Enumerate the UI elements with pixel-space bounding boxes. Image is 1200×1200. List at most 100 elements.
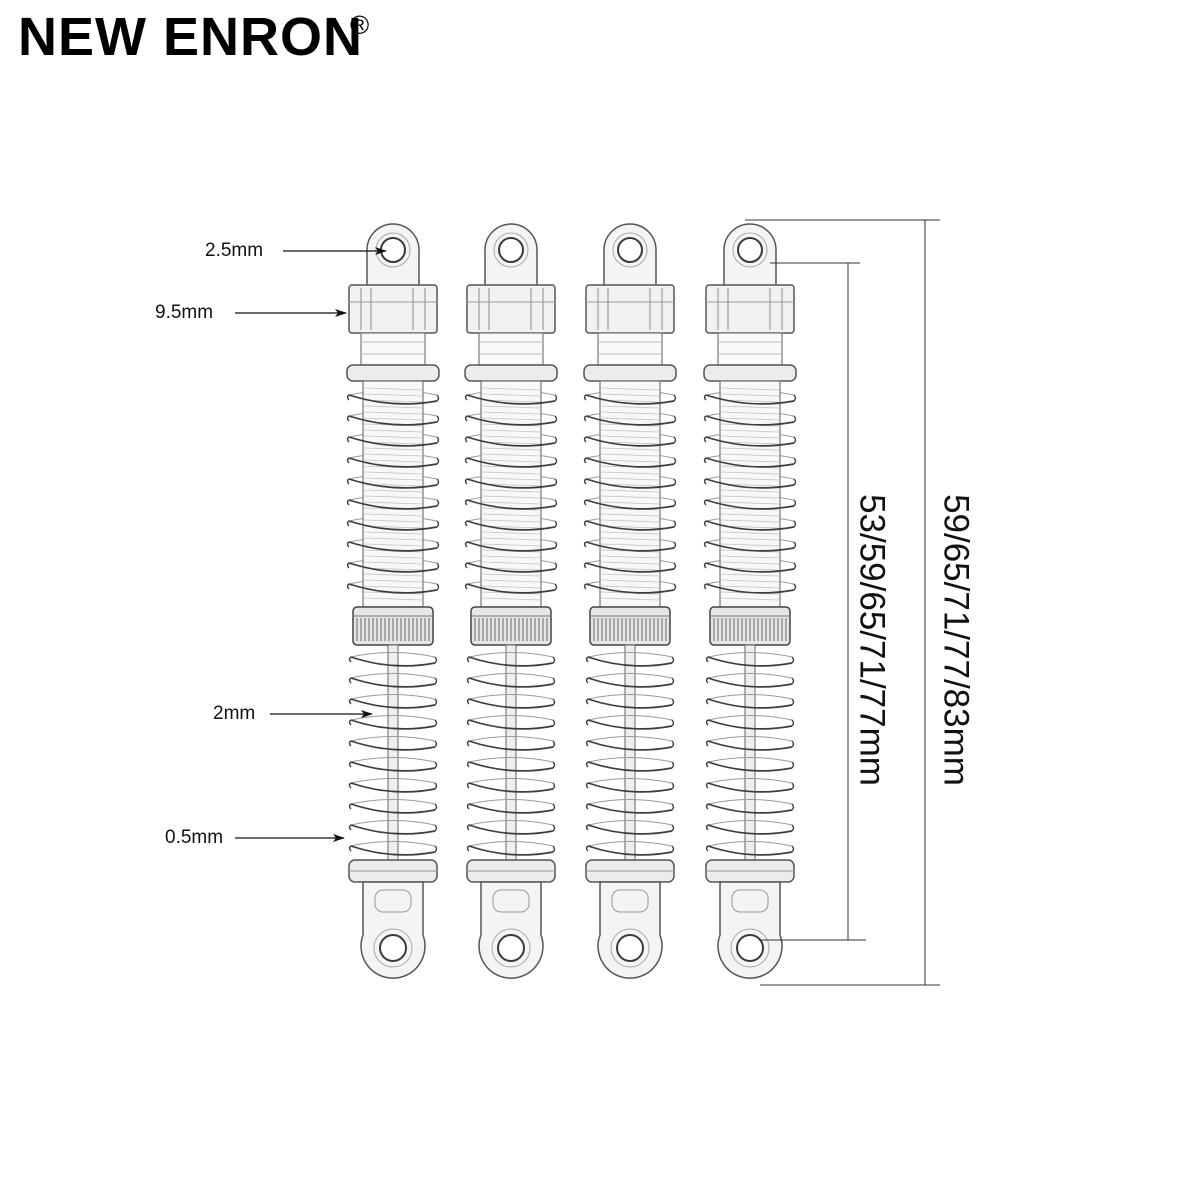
thread-line bbox=[363, 579, 423, 583]
spring-coil-edge bbox=[434, 656, 438, 664]
spring-coil-edge bbox=[583, 478, 587, 485]
thread-line bbox=[600, 573, 660, 577]
spring-coil bbox=[707, 824, 793, 835]
spring-coil-edge bbox=[673, 583, 677, 591]
spring-coil-edge bbox=[466, 824, 470, 831]
bottom-eyelet bbox=[597, 881, 663, 979]
thread-line bbox=[481, 489, 541, 493]
thread-line bbox=[363, 495, 423, 499]
spring-coil bbox=[585, 394, 675, 405]
spring-coil-edge bbox=[791, 782, 795, 790]
bottom-mount-recess bbox=[611, 889, 649, 913]
spring-coil-edge bbox=[436, 541, 440, 549]
spring-coil-edge bbox=[348, 740, 352, 747]
thread-line bbox=[363, 387, 423, 391]
thread-line bbox=[363, 405, 423, 409]
spring-coil-edge bbox=[348, 761, 352, 768]
bottom-eyelet-ring bbox=[730, 928, 770, 968]
upper-spring bbox=[464, 394, 558, 594]
spring-collar bbox=[703, 364, 797, 382]
spring-coil-back bbox=[587, 778, 673, 784]
spring-coil-edge bbox=[673, 478, 677, 486]
spring-coil-edge bbox=[585, 845, 589, 852]
top-cap bbox=[466, 284, 556, 334]
thread-line bbox=[481, 411, 541, 415]
spring-coil-edge bbox=[673, 499, 677, 507]
spring-coil bbox=[707, 740, 793, 751]
thread-line bbox=[720, 459, 780, 463]
spring-coil bbox=[707, 719, 793, 730]
spring-coil-edge bbox=[585, 782, 589, 789]
spring-coil-edge bbox=[346, 478, 350, 485]
spring-coil-back bbox=[350, 694, 436, 700]
spring-coil-edge bbox=[348, 698, 352, 705]
cap-diameter-label: 9.5mm bbox=[155, 302, 214, 323]
thread-line bbox=[481, 447, 541, 451]
spring-coil-back bbox=[468, 820, 554, 826]
spring-coil bbox=[587, 782, 673, 793]
spring-coil bbox=[585, 499, 675, 510]
spring-coil-edge bbox=[346, 520, 350, 527]
lower-spring bbox=[705, 656, 795, 856]
spring-coil bbox=[466, 541, 556, 552]
spring-coil-edge bbox=[791, 845, 795, 853]
thread-line bbox=[720, 579, 780, 583]
thread-line bbox=[600, 387, 660, 391]
spring-coil bbox=[585, 457, 675, 468]
spring-coil-edge bbox=[793, 436, 797, 444]
spring-coil bbox=[348, 457, 438, 468]
spring-coil bbox=[705, 415, 795, 426]
thread-line bbox=[600, 585, 660, 589]
thread-line bbox=[720, 447, 780, 451]
spring-coil-edge bbox=[583, 583, 587, 590]
top-mounting-hole bbox=[617, 237, 643, 263]
thread-line bbox=[600, 417, 660, 421]
spring-coil-edge bbox=[671, 824, 675, 832]
spring-coil-edge bbox=[434, 719, 438, 727]
spring-coil-edge bbox=[793, 457, 797, 465]
spring-coil-edge bbox=[793, 394, 797, 402]
lower-spring-back bbox=[707, 652, 793, 847]
hole-diameter-label: 2.5mm bbox=[205, 240, 264, 261]
spring-coil bbox=[468, 803, 554, 814]
spring-coil-edge bbox=[791, 824, 795, 832]
thread-line bbox=[600, 561, 660, 565]
spring-coil-edge bbox=[703, 415, 707, 422]
spring-coil-edge bbox=[434, 845, 438, 853]
thread-line bbox=[363, 411, 423, 415]
top-mounting-hole bbox=[498, 237, 524, 263]
spring-coil bbox=[350, 761, 436, 772]
spring-coil bbox=[468, 845, 554, 856]
thread-line bbox=[600, 501, 660, 505]
spring-coil-edge bbox=[552, 761, 556, 769]
thread-line bbox=[363, 393, 423, 397]
thread-line bbox=[720, 513, 780, 517]
spring-coil-edge bbox=[554, 394, 558, 402]
adjuster-knurling bbox=[474, 618, 548, 641]
spring-coil-back bbox=[707, 778, 793, 784]
thread-line bbox=[720, 561, 780, 565]
spring-coil-edge bbox=[434, 803, 438, 811]
spring-coil-edge bbox=[436, 394, 440, 402]
top-eyelet-ring bbox=[612, 232, 648, 268]
spring-coil-edge bbox=[673, 520, 677, 528]
spring-coil-edge bbox=[673, 541, 677, 549]
spring-coil bbox=[585, 583, 675, 594]
thread-line bbox=[363, 477, 423, 481]
spring-coil bbox=[587, 845, 673, 856]
spring-coil-back bbox=[350, 757, 436, 763]
spring-coil-back bbox=[587, 736, 673, 742]
shock-absorber bbox=[703, 223, 797, 979]
thread-line bbox=[720, 555, 780, 559]
spring-coil-back bbox=[707, 736, 793, 742]
thread-line bbox=[481, 531, 541, 535]
thread-line bbox=[600, 543, 660, 547]
bottom-mounting-hole bbox=[616, 934, 644, 962]
thread-line bbox=[363, 537, 423, 541]
thread-line bbox=[720, 585, 780, 589]
spring-coil-edge bbox=[434, 824, 438, 832]
spring-coil-back bbox=[468, 652, 554, 658]
spring-coil bbox=[350, 782, 436, 793]
thread-line bbox=[600, 597, 660, 601]
spring-coil-edge bbox=[585, 740, 589, 747]
